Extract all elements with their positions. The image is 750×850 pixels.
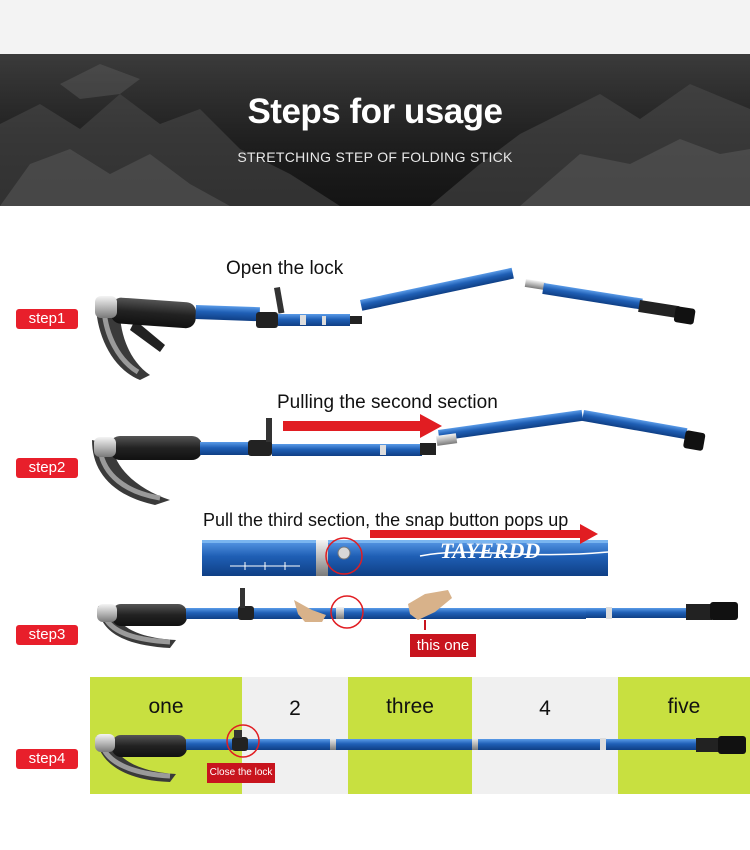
step4-badge: step4 [16,749,78,769]
pole-brand-print: TAYERDD [440,538,540,563]
right-hand-icon [408,590,452,620]
step2-caption: Pulling the second section [277,392,498,413]
mountain-background [0,64,750,206]
step1-caption: Open the lock [226,258,344,279]
zoom-caption: Pull the third section, the snap button … [203,510,569,530]
section-one-label: one [148,695,184,718]
page-subtitle: STRETCHING STEP OF FOLDING STICK [237,149,513,165]
zoom-band: TAYERDD [202,524,609,576]
section-five: five [618,677,750,794]
step3-pole [97,588,738,648]
page-title: Steps for usage [247,92,503,131]
step1-pole [95,267,696,380]
step2-badge: step2 [16,458,78,478]
step3-badge: step3 [16,625,78,645]
step2-pole [92,409,706,505]
left-hand-icon [294,600,326,622]
top-band [0,0,750,54]
section-two-label: 2 [289,697,301,720]
step1-badge: step1 [16,309,78,329]
section-five-label: five [667,695,701,718]
header-banner: Steps for usage STRETCHING STEP OF FOLDI… [0,54,750,206]
step4-pole [95,724,746,782]
close-lock-callout: Close the lock [207,763,275,783]
section-three-label: three [386,695,434,718]
this-one-callout: this one [410,634,476,657]
section-four-label: 4 [539,697,551,720]
section-three: three [348,677,472,794]
section-four: 4 [472,677,618,794]
